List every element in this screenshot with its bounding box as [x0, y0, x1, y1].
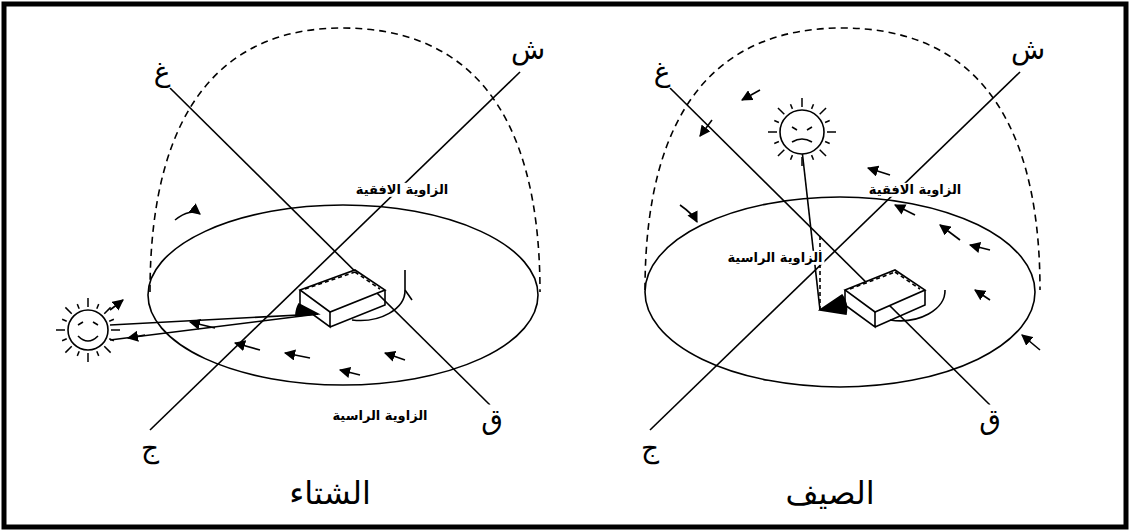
sun-ray [825, 121, 830, 123]
winter-panel [68, 28, 540, 430]
sun-ray [820, 108, 826, 114]
sun-ray [77, 351, 79, 356]
sun-ray [768, 131, 777, 133]
direction-letter: ش [509, 35, 547, 66]
sun-ray [791, 104, 793, 109]
sun-ray [62, 319, 67, 321]
sun-ray [87, 298, 89, 307]
sun-ray [812, 104, 814, 109]
direction-letter: ق [977, 405, 1003, 436]
season-title: الصيف [783, 476, 876, 511]
sun-ray [827, 131, 836, 133]
sun-ray [109, 339, 114, 341]
sun-ray [801, 157, 803, 166]
summer-panel [645, 28, 1040, 430]
sun-ray [820, 150, 826, 156]
angle-label: الزاوية الراسية [725, 251, 824, 265]
direction-letter: غ [652, 57, 673, 88]
frame [4, 4, 1126, 527]
sun-ray [77, 304, 79, 309]
sun-ray [791, 155, 793, 160]
sun-ray [825, 142, 830, 144]
sun-ray [109, 319, 114, 321]
sun-ray [812, 155, 814, 160]
sun-ray [104, 346, 110, 352]
angle-label: الزاوية الافقية [867, 183, 963, 197]
sun-ray [62, 339, 67, 341]
angle-label: الزاوية الافقية [354, 183, 450, 197]
sun-ray [65, 346, 71, 352]
sun-ray [778, 108, 784, 114]
sun-ray [111, 329, 120, 331]
sun-ray [97, 351, 99, 356]
season-title: الشتاء [287, 476, 373, 511]
sun-ray [774, 142, 779, 144]
sun-ray [778, 150, 784, 156]
sun-ray [801, 98, 803, 107]
direction-letter: ج [639, 433, 661, 464]
sun-ray [65, 307, 71, 313]
sun-ray [87, 353, 89, 362]
direction-letter: غ [152, 57, 173, 88]
sun-ray [97, 304, 99, 309]
direction-letter: ق [479, 405, 505, 436]
direction-letter: ج [139, 433, 161, 464]
direction-letter: ش [1009, 35, 1047, 66]
angle-label: الزاوية الراسية [330, 409, 429, 423]
sun-ray [56, 329, 65, 331]
sun-ray [774, 121, 779, 123]
sun-rays [56, 98, 836, 362]
sun-ray [104, 307, 110, 313]
